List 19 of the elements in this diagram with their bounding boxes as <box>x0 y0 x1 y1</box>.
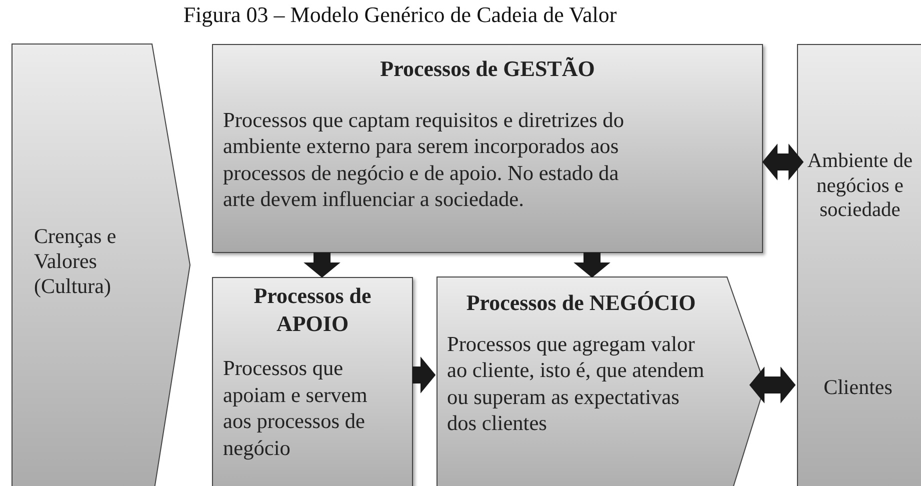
node-label: Ambiente de negócios e sociedade <box>806 149 914 223</box>
process-description: Processos que apoiam e servem aos processos de negócio <box>223 355 368 462</box>
panel-box <box>797 44 921 486</box>
node-label: Clientes <box>822 375 894 400</box>
process-box <box>212 277 413 486</box>
block-arrow <box>574 252 610 278</box>
block-arrow <box>412 356 436 394</box>
block-arrow <box>749 366 796 404</box>
chevron-shape <box>12 44 192 486</box>
figure-title: Figura 03 – Modelo Genérico de Cadeia de Valor <box>182 2 618 28</box>
block-arrow <box>304 252 340 278</box>
process-description: Processos que captam requisitos e diretrizes do ambiente externo para serem incorporados aos processos de negócio e de apoio. No estado da arte devem influenciar a sociedade. <box>223 106 625 213</box>
process-heading: Processos de NEGÓCIO <box>465 289 697 316</box>
process-heading: Processos de GESTÃO <box>379 55 596 82</box>
block-arrow <box>762 144 804 180</box>
process-heading: Processos de APOIO <box>252 282 372 337</box>
node-label: Crenças e Valores (Cultura) <box>34 224 118 300</box>
process-description: Processos que agregam valor ao cliente, isto é, que atendem ou superam as expectativas dos clientes <box>447 330 706 437</box>
process-box <box>212 44 763 253</box>
